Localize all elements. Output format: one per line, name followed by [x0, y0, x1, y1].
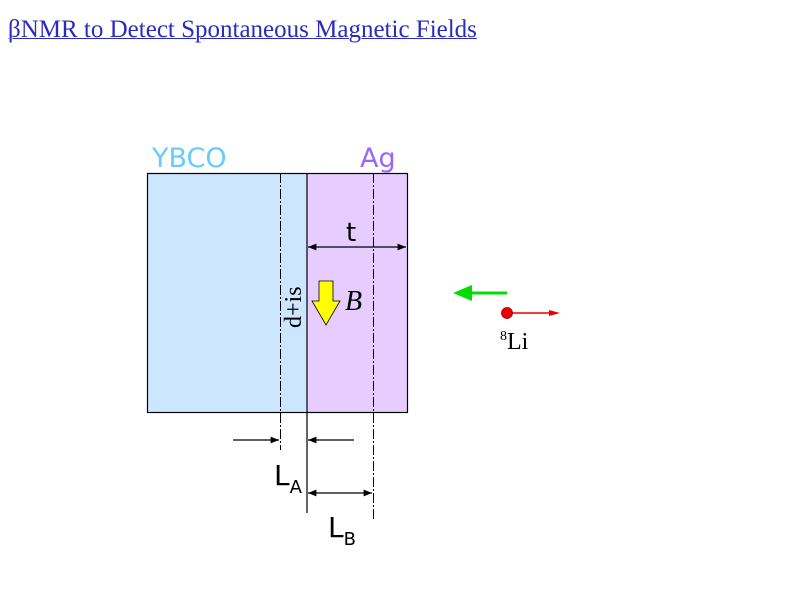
- field-label: B: [345, 286, 362, 317]
- beam-direction-arrow-icon: [453, 285, 507, 301]
- field-arrow-icon: [311, 280, 341, 326]
- length-a-sub: A: [290, 477, 303, 498]
- slide-title: βNMR to Detect Spontaneous Magnetic Fiel…: [8, 16, 477, 43]
- probe-label: 8Li: [500, 329, 529, 355]
- interface-label: d+is: [281, 286, 307, 328]
- length-a-label: LA: [274, 459, 303, 498]
- length-b-sub: B: [344, 529, 356, 550]
- ybco-label: YBCO: [151, 143, 227, 174]
- ag-label: Ag: [360, 143, 396, 174]
- probe-element: Li: [507, 329, 529, 355]
- length-b-main: L: [328, 511, 344, 544]
- length-a-main: L: [274, 459, 290, 492]
- thickness-label: t: [346, 218, 356, 248]
- li8-probe-icon: [501, 307, 560, 319]
- length-b-label: LB: [328, 511, 356, 550]
- probe-mass-number: 8: [500, 329, 507, 344]
- sample-outline: [146, 172, 409, 414]
